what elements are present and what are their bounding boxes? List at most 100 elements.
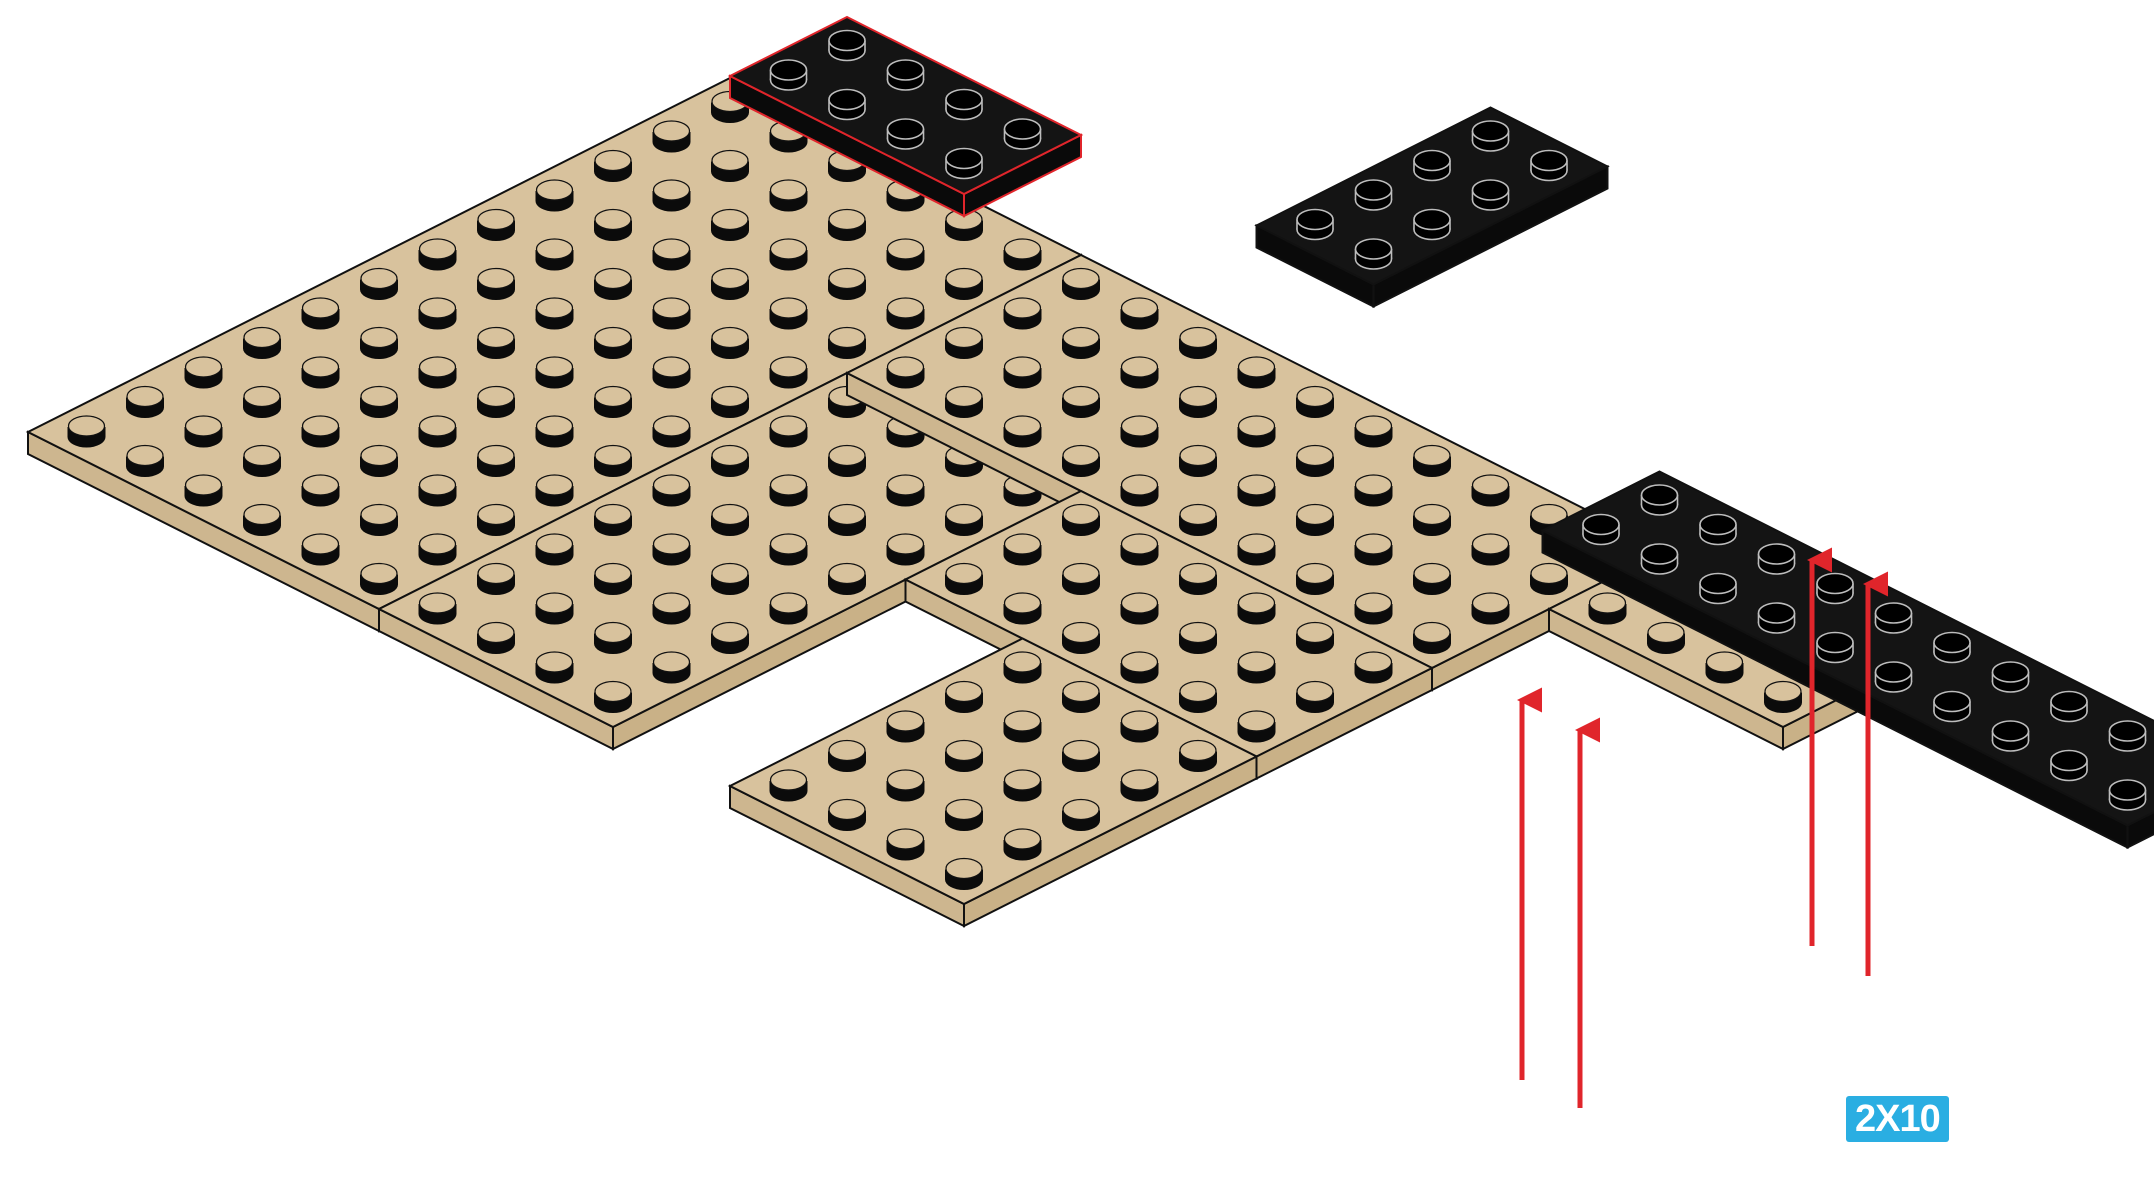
stud <box>536 593 574 625</box>
stud <box>68 416 106 448</box>
stud <box>945 505 983 537</box>
stud <box>1700 515 1736 545</box>
stud <box>1238 534 1276 566</box>
stud <box>887 475 925 507</box>
stud <box>1004 534 1042 566</box>
stud <box>945 800 983 832</box>
stud <box>1004 593 1042 625</box>
stud <box>1238 593 1276 625</box>
stud <box>1004 239 1042 271</box>
stud <box>770 534 808 566</box>
stud <box>946 149 982 179</box>
stud <box>1413 446 1451 478</box>
stud <box>419 534 457 566</box>
stud <box>360 564 398 596</box>
stud <box>594 505 632 537</box>
stud <box>1355 416 1393 448</box>
stud <box>1121 475 1159 507</box>
stud <box>1062 682 1100 714</box>
stud <box>477 564 515 596</box>
stud <box>1004 298 1042 330</box>
stud <box>1530 564 1568 596</box>
stud <box>1062 741 1100 773</box>
stud <box>419 593 457 625</box>
stud <box>1934 633 1970 663</box>
stud <box>1179 682 1217 714</box>
stud <box>1817 633 1853 663</box>
stud <box>1179 446 1217 478</box>
stud <box>711 328 749 360</box>
stud <box>1642 485 1678 515</box>
stud <box>1179 564 1217 596</box>
stud <box>887 357 925 389</box>
stud <box>653 475 691 507</box>
stud <box>185 475 223 507</box>
stud <box>1296 446 1334 478</box>
stud <box>419 239 457 271</box>
stud <box>1934 692 1970 722</box>
stud <box>829 90 865 120</box>
stud <box>1355 652 1393 684</box>
stud <box>185 416 223 448</box>
stud <box>1817 574 1853 604</box>
stud <box>711 269 749 301</box>
stud <box>1121 770 1159 802</box>
stud <box>477 505 515 537</box>
stud <box>829 31 865 61</box>
stud <box>653 298 691 330</box>
stud <box>1355 534 1393 566</box>
stud <box>653 239 691 271</box>
stud <box>1296 682 1334 714</box>
stud <box>1238 416 1276 448</box>
stud <box>419 416 457 448</box>
stud <box>1062 623 1100 655</box>
stud <box>1355 475 1393 507</box>
stud <box>945 328 983 360</box>
stud <box>1238 711 1276 743</box>
stud <box>1413 505 1451 537</box>
stud <box>1473 121 1509 151</box>
stud <box>945 682 983 714</box>
stud <box>1062 800 1100 832</box>
stud <box>1413 564 1451 596</box>
stud <box>945 564 983 596</box>
stud <box>302 298 340 330</box>
stud <box>1356 239 1392 269</box>
stud <box>1004 357 1042 389</box>
stud <box>1876 662 1912 692</box>
stud <box>1759 544 1795 574</box>
stud <box>594 269 632 301</box>
stud <box>360 446 398 478</box>
stud <box>477 210 515 242</box>
stud <box>1121 711 1159 743</box>
stud <box>1993 662 2029 692</box>
stud <box>1993 721 2029 751</box>
stud <box>945 269 983 301</box>
stud <box>2051 692 2087 722</box>
stud <box>360 269 398 301</box>
stud <box>1179 387 1217 419</box>
stud <box>770 357 808 389</box>
stud <box>653 534 691 566</box>
stud <box>594 623 632 655</box>
stud <box>828 564 866 596</box>
stud <box>1472 534 1510 566</box>
stud <box>419 357 457 389</box>
stud <box>1005 119 1041 149</box>
stud <box>1121 593 1159 625</box>
stud <box>888 119 924 149</box>
stud <box>887 770 925 802</box>
stud <box>1647 623 1685 655</box>
stud <box>653 357 691 389</box>
stud <box>477 446 515 478</box>
stud <box>594 682 632 714</box>
stud <box>1589 593 1627 625</box>
stud <box>1706 652 1744 684</box>
stud <box>828 210 866 242</box>
stud <box>828 328 866 360</box>
stud <box>1062 387 1100 419</box>
stud <box>243 446 281 478</box>
stud <box>946 90 982 120</box>
stud <box>1062 269 1100 301</box>
